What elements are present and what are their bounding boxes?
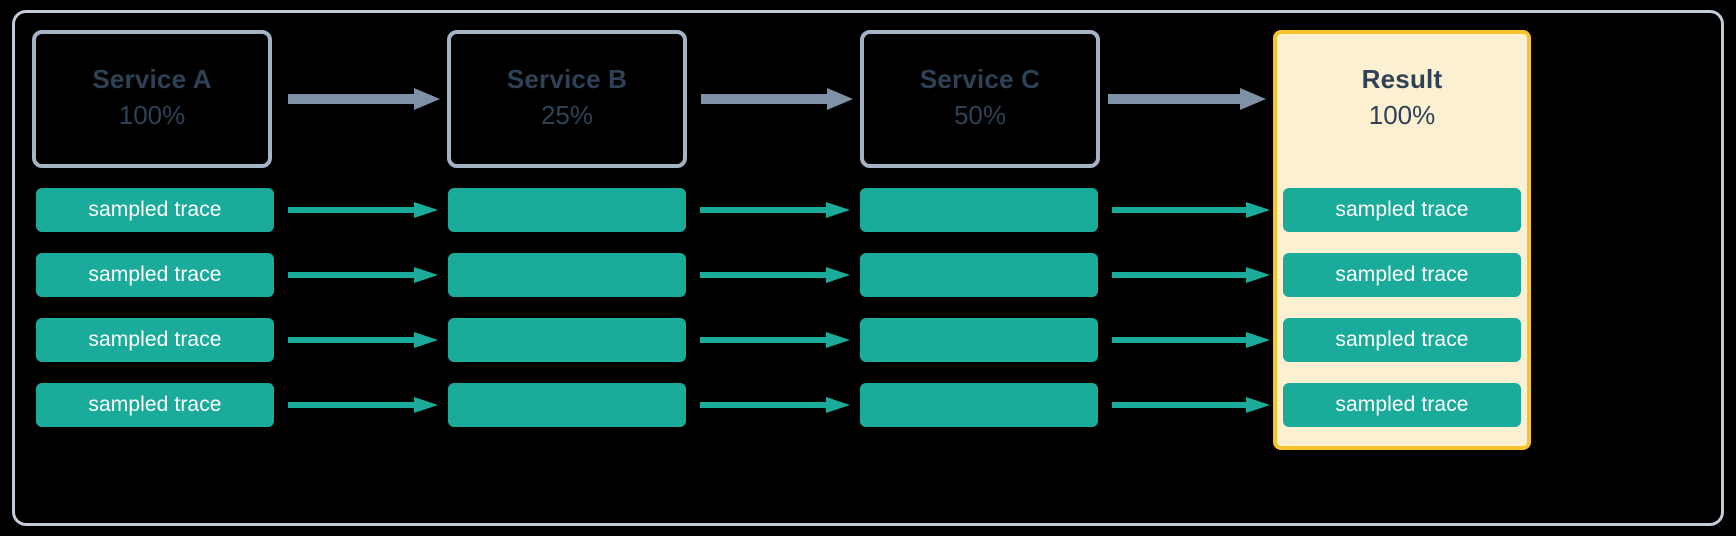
trace-bar-r3-service-c[interactable] [860, 318, 1098, 362]
trace-bar-r2-service-b[interactable] [448, 253, 686, 297]
trace-bar-r4-service-b[interactable] [448, 383, 686, 427]
trace-bar-r4-service-c[interactable] [860, 383, 1098, 427]
arrow-right-icon-r4-a-to-b [288, 397, 438, 413]
trace-bar-label: sampled trace [1335, 263, 1469, 286]
trace-bar-r2-service-c[interactable] [860, 253, 1098, 297]
trace-bar-r4-result[interactable]: sampled trace [1283, 383, 1521, 427]
trace-bar-r2-result[interactable]: sampled trace [1283, 253, 1521, 297]
trace-bar-r4-service-a[interactable]: sampled trace [36, 383, 274, 427]
stage-box-service-a[interactable]: Service A 100% [32, 30, 272, 168]
arrow-right-icon-r1-a-to-b [288, 202, 438, 218]
arrow-right-icon-r2-c-to-result [1112, 267, 1270, 283]
stage-title-service-b: Service B [506, 63, 628, 94]
trace-bar-r1-service-a[interactable]: sampled trace [36, 188, 274, 232]
diagram-outer-frame [12, 10, 1724, 526]
stage-box-result[interactable]: Result 100% [1273, 30, 1531, 168]
stage-box-service-b[interactable]: Service B 25% [447, 30, 687, 168]
trace-bar-label: sampled trace [88, 393, 222, 416]
trace-bar-label: sampled trace [1335, 198, 1469, 221]
arrow-right-icon-service-c-to-result [1108, 88, 1266, 110]
trace-bar-r3-service-b[interactable] [448, 318, 686, 362]
arrow-right-icon-r1-c-to-result [1112, 202, 1270, 218]
stage-percent-result: 100% [1368, 100, 1436, 131]
stage-title-service-c: Service C [919, 63, 1041, 94]
arrow-right-icon-r4-c-to-result [1112, 397, 1270, 413]
trace-bar-label: sampled trace [1335, 328, 1469, 351]
trace-bar-r3-service-a[interactable]: sampled trace [36, 318, 274, 362]
trace-bar-r3-result[interactable]: sampled trace [1283, 318, 1521, 362]
stage-percent-service-b: 25% [540, 100, 594, 131]
arrow-right-icon-r4-b-to-c [700, 397, 850, 413]
trace-bar-label: sampled trace [88, 263, 222, 286]
arrow-right-icon-service-b-to-c [701, 88, 853, 110]
stage-percent-service-a: 100% [118, 100, 186, 131]
trace-bar-r1-result[interactable]: sampled trace [1283, 188, 1521, 232]
stage-box-service-c[interactable]: Service C 50% [860, 30, 1100, 168]
trace-bar-label: sampled trace [88, 198, 222, 221]
result-highlight-panel [1273, 30, 1531, 450]
trace-bar-r1-service-c[interactable] [860, 188, 1098, 232]
stage-title-result: Result [1361, 63, 1443, 94]
arrow-right-icon-service-a-to-b [288, 88, 440, 110]
trace-bar-label: sampled trace [88, 328, 222, 351]
trace-bar-r2-service-a[interactable]: sampled trace [36, 253, 274, 297]
arrow-right-icon-r3-b-to-c [700, 332, 850, 348]
stage-title-service-a: Service A [92, 63, 212, 94]
stage-percent-service-c: 50% [953, 100, 1007, 131]
arrow-right-icon-r3-c-to-result [1112, 332, 1270, 348]
trace-bar-r1-service-b[interactable] [448, 188, 686, 232]
arrow-right-icon-r2-a-to-b [288, 267, 438, 283]
trace-bar-label: sampled trace [1335, 393, 1469, 416]
arrow-right-icon-r2-b-to-c [700, 267, 850, 283]
arrow-right-icon-r3-a-to-b [288, 332, 438, 348]
arrow-right-icon-r1-b-to-c [700, 202, 850, 218]
